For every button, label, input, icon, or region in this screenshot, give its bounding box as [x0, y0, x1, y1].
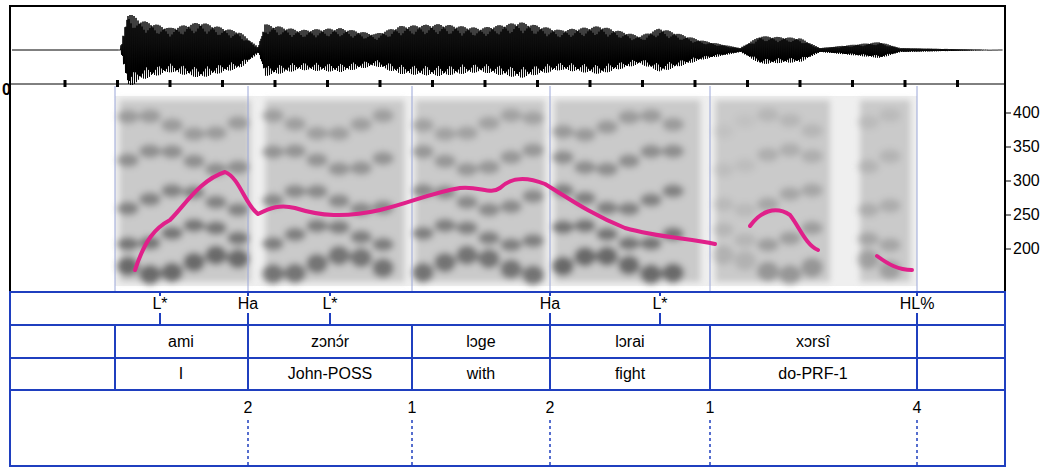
time-tick	[746, 80, 749, 87]
time-tick	[116, 80, 119, 87]
time-tick	[589, 80, 592, 87]
pitch-track	[135, 172, 912, 270]
gloss-label: do-PRF-1	[778, 366, 847, 382]
gloss-label: with	[467, 366, 495, 382]
word-label: lɔge	[466, 334, 495, 350]
interval-boundaries	[115, 86, 917, 292]
time-tick	[904, 80, 907, 87]
waveform	[12, 15, 1003, 85]
tone-label: L*	[652, 296, 667, 312]
time-tick	[641, 80, 644, 87]
break-index: 1	[408, 400, 417, 416]
time-tick	[536, 80, 539, 87]
break-index: 4	[913, 400, 922, 416]
time-tick	[799, 80, 802, 87]
time-tick	[431, 80, 434, 87]
tone-label: L*	[322, 296, 337, 312]
word-label: xɔrsî	[796, 334, 830, 350]
tone-label: HL%	[900, 296, 935, 312]
time-tick	[64, 80, 67, 87]
gloss-label: fight	[615, 366, 645, 382]
gloss-label: I	[179, 366, 183, 382]
word-label: zɔnɔ́r	[311, 334, 349, 350]
panel-frame	[10, 6, 1005, 292]
time-tick	[379, 80, 382, 87]
y-axis-value: 200	[1013, 241, 1040, 257]
y-axis-value: 400	[1013, 105, 1040, 121]
word-label: lɔrai	[615, 334, 644, 350]
waveform-trace	[12, 15, 1003, 85]
spectrogram	[115, 96, 917, 286]
time-tick	[694, 80, 697, 87]
break-index: 1	[706, 400, 715, 416]
tone-label: L*	[152, 296, 167, 312]
time-tick	[274, 80, 277, 87]
time-tick	[169, 80, 172, 87]
y-axis-value: 300	[1013, 173, 1040, 189]
time-tick	[851, 80, 854, 87]
time-axis	[10, 84, 1005, 85]
y-axis-ticks	[1005, 113, 1011, 249]
textgrid	[10, 292, 1005, 466]
break-ticks	[248, 420, 917, 466]
y-axis-value: 350	[1013, 139, 1040, 155]
time-tick	[326, 80, 329, 87]
time-tick	[484, 80, 487, 87]
gloss-label: John-POSS	[288, 366, 372, 382]
tone-label: Ha	[238, 296, 258, 312]
word-label: ami	[168, 334, 194, 350]
break-index: 2	[244, 400, 253, 416]
tone-label: Ha	[540, 296, 560, 312]
time-ticks	[64, 80, 960, 87]
time-tick	[956, 80, 959, 87]
break-index: 2	[546, 400, 555, 416]
time-tick	[221, 80, 224, 87]
axis-zero: 0	[2, 82, 11, 98]
y-axis-value: 250	[1013, 207, 1040, 223]
